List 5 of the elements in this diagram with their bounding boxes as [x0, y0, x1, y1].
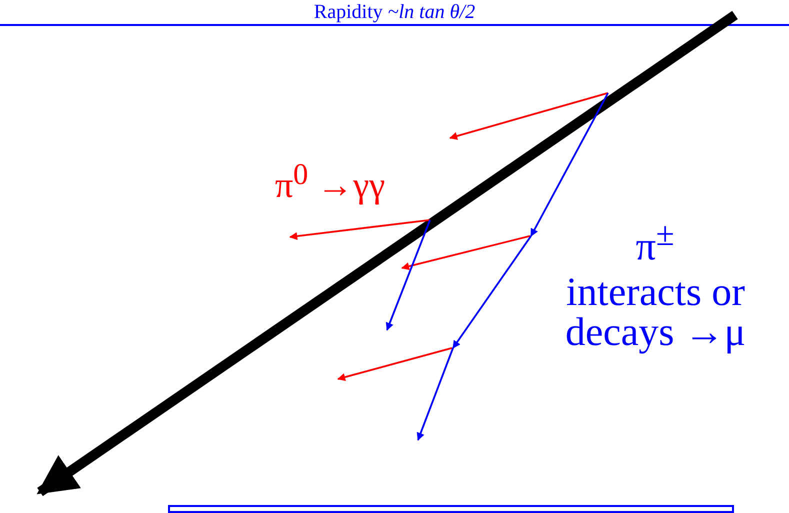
- title: Rapidity ~ln tan θ/2: [312, 2, 476, 22]
- particle-label: π$^{±}$: [634, 218, 676, 266]
- decay-label: interacts or decays →μ: [564, 272, 747, 352]
- decay-label: π$^{0}$ →γγ: [274, 160, 386, 203]
- text-frame: [168, 505, 734, 513]
